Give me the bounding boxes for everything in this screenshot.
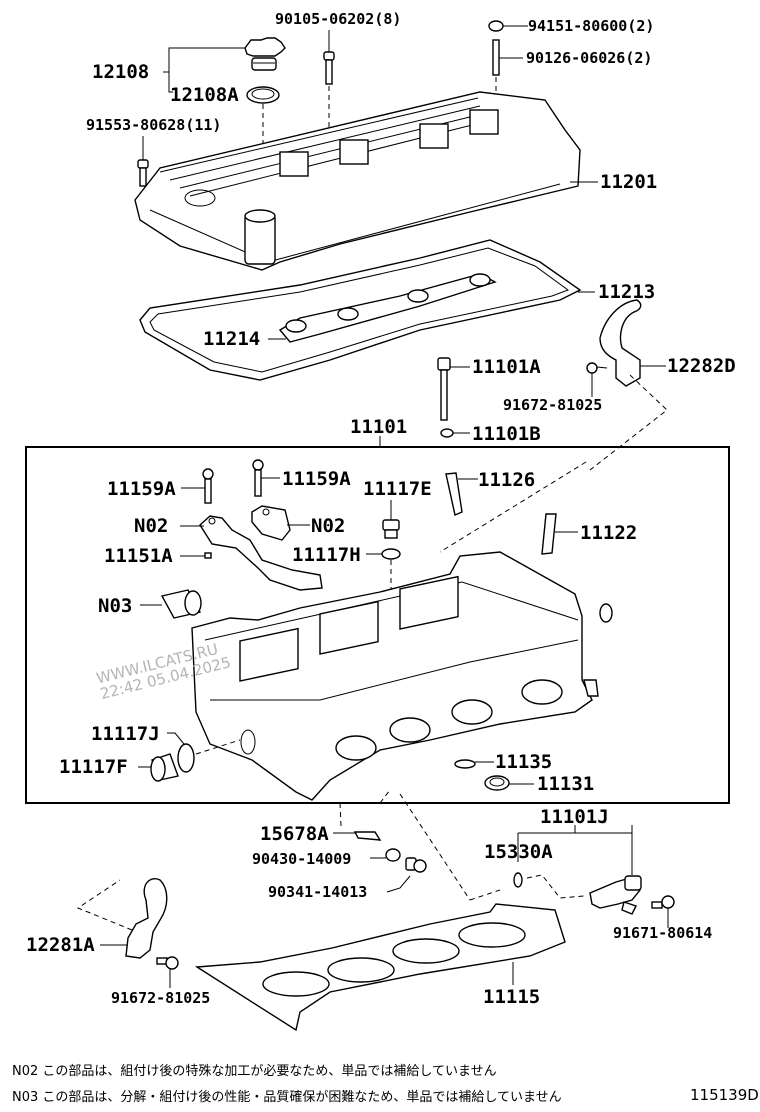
- screw-plug-part[interactable]: [386, 857, 427, 893]
- dash-ocv: [526, 874, 585, 899]
- head-gasket-part[interactable]: [194, 903, 566, 1032]
- plug-gasket-front-part[interactable]: [167, 732, 195, 773]
- plug-front-part[interactable]: [138, 753, 179, 782]
- label-N03[interactable]: N03: [98, 595, 133, 617]
- cylinder-head-part[interactable]: [191, 551, 599, 801]
- head-bolt-washer-part[interactable]: [440, 428, 470, 438]
- note-n02: N02 この部品は、組付け後の特殊な加工が必要なため、単品では補給していません: [12, 1064, 497, 1079]
- gasket-plug-part[interactable]: [370, 848, 401, 862]
- leader-12108: [163, 47, 245, 93]
- stud-top-part[interactable]: [492, 39, 523, 76]
- dash-ocv-2: [469, 889, 501, 901]
- label-12281A[interactable]: 12281A: [26, 934, 95, 956]
- label-11117J[interactable]: 11117J: [91, 723, 160, 745]
- label-11131[interactable]: 11131: [537, 773, 595, 795]
- label-11101[interactable]: 11101: [350, 416, 408, 438]
- ocv-part[interactable]: [589, 875, 642, 915]
- insert-ring-part[interactable]: [454, 759, 494, 769]
- label-11135[interactable]: 11135: [495, 751, 553, 773]
- cam-cap-bolt-left-part[interactable]: [181, 468, 214, 504]
- cover-bolt-left-part[interactable]: [137, 136, 149, 187]
- label-11126[interactable]: 11126: [478, 469, 536, 491]
- label-15330A[interactable]: 15330A: [484, 841, 553, 863]
- dash-guides: [439, 461, 587, 553]
- reference-code: 115139D: [690, 1086, 759, 1104]
- label-11214[interactable]: 11214: [203, 328, 261, 350]
- label-11122[interactable]: 11122: [580, 522, 638, 544]
- label-12282D[interactable]: 12282D: [667, 355, 736, 377]
- engine-hanger-left-part[interactable]: [100, 878, 168, 959]
- cover-bolt-top-part[interactable]: [323, 30, 335, 85]
- dash-hanger-left: [76, 879, 133, 931]
- valve-guide-exhaust-part[interactable]: [445, 472, 478, 516]
- label-11117F[interactable]: 11117F: [59, 756, 128, 778]
- label-11101A[interactable]: 11101A: [472, 356, 541, 378]
- note-n03: N03 この部品は、分解・組付け後の性能・品質確保が困難なため、単品では補給して…: [12, 1090, 562, 1105]
- label-91553-80628[interactable]: 91553-80628(11): [86, 116, 222, 134]
- label-15678A[interactable]: 15678A: [260, 823, 329, 845]
- label-91672-81025-right[interactable]: 91672-81025: [503, 396, 603, 414]
- nut-top-part[interactable]: [488, 20, 528, 32]
- label-12108A[interactable]: 12108A: [170, 84, 239, 106]
- dash-misc: [379, 789, 391, 804]
- oil-filler-gasket-part[interactable]: [246, 86, 280, 104]
- dash-plug: [399, 793, 471, 901]
- label-90105-06202[interactable]: 90105-06202(8): [275, 10, 402, 28]
- dash-hanger-right: [589, 374, 668, 471]
- label-11115[interactable]: 11115: [483, 986, 541, 1008]
- label-91672-81025-left[interactable]: 91672-81025: [111, 989, 211, 1007]
- head-bolt-part[interactable]: [437, 357, 470, 421]
- cylinder-head-cover-part[interactable]: [134, 91, 585, 271]
- label-N02-left[interactable]: N02: [134, 515, 169, 537]
- label-91671-80614[interactable]: 91671-80614: [613, 924, 713, 942]
- plug-hole-gasket-part[interactable]: [268, 273, 497, 343]
- cam-cap-bolt-right-part[interactable]: [252, 459, 280, 497]
- o-ring-part[interactable]: [513, 872, 523, 888]
- plug-gasket-upper-part[interactable]: [366, 548, 401, 560]
- label-11101B[interactable]: 11101B: [472, 423, 541, 445]
- cam-cap-pin-part[interactable]: [180, 552, 212, 559]
- label-11159A-right[interactable]: 11159A: [282, 468, 351, 490]
- valve-guide-intake-part[interactable]: [541, 513, 578, 555]
- plug-oval-part[interactable]: [599, 603, 613, 623]
- oil-seal-ring-part[interactable]: [484, 775, 534, 791]
- ocv-bolt-part[interactable]: [651, 895, 675, 928]
- cam-cap-assembly-part[interactable]: [180, 505, 323, 591]
- plug-upper-part[interactable]: [382, 500, 400, 539]
- oil-filler-cap-part[interactable]: [244, 37, 286, 71]
- label-11117E[interactable]: 11117E: [363, 478, 432, 500]
- label-11159A-left[interactable]: 11159A: [107, 478, 176, 500]
- dash-front-plug: [195, 739, 241, 755]
- hanger-bolt-left-part[interactable]: [156, 956, 179, 988]
- label-11101J[interactable]: 11101J: [540, 806, 609, 828]
- stud-bolt-part[interactable]: [333, 831, 382, 841]
- label-90341-14013[interactable]: 90341-14013: [268, 883, 368, 901]
- label-11213[interactable]: 11213: [598, 281, 656, 303]
- dash-15678a: [339, 802, 342, 827]
- label-11151A[interactable]: 11151A: [104, 545, 173, 567]
- label-12108[interactable]: 12108: [92, 61, 150, 83]
- label-90430-14009[interactable]: 90430-14009: [252, 850, 352, 868]
- label-N02-right[interactable]: N02: [311, 515, 346, 537]
- cam-housing-plug-part[interactable]: [140, 589, 202, 619]
- label-90126-06026[interactable]: 90126-06026(2): [526, 49, 653, 67]
- engine-hanger-right-part[interactable]: [599, 299, 666, 387]
- label-94151-80600[interactable]: 94151-80600(2): [528, 17, 655, 35]
- hanger-bolt-right-part[interactable]: [586, 362, 608, 397]
- label-11201[interactable]: 11201: [600, 171, 658, 193]
- group-box-11101: [25, 446, 730, 804]
- label-11117H[interactable]: 11117H: [292, 544, 361, 566]
